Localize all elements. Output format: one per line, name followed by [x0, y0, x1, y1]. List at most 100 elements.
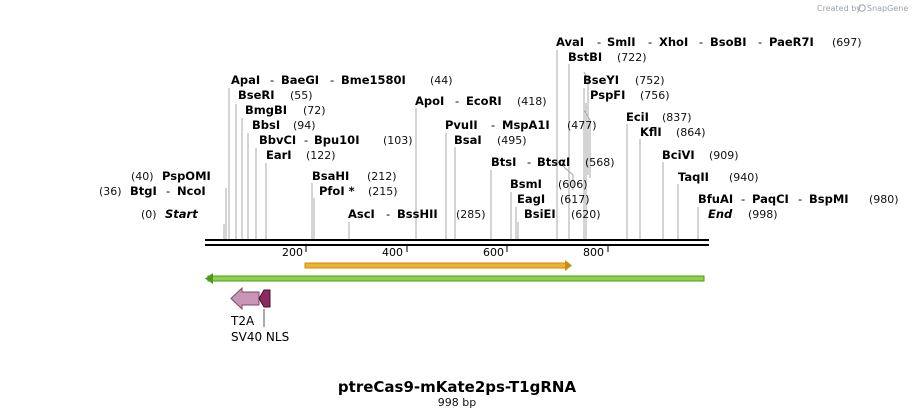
site-pos: (212): [367, 170, 397, 183]
site-pos: (495): [497, 134, 527, 147]
site-label-row-m6[interactable]: EagI (617): [517, 192, 590, 206]
site-name-apoi: ApoI: [415, 94, 444, 108]
site-label-row-m1[interactable]: ApoI - EcoRI (418): [415, 94, 547, 108]
site-label-row-r7l[interactable]: (40) PspOMI: [131, 169, 211, 183]
site-name-bstbi: BstBI: [568, 50, 602, 64]
site-pos: (864): [676, 126, 706, 139]
site-label-row-r6[interactable]: EarI (122): [266, 148, 336, 162]
site-name-pspfi: PspFI: [590, 88, 625, 102]
svg-text:-: -: [597, 35, 601, 49]
site-label-row-t8[interactable]: TaqII (940): [678, 170, 759, 184]
site-pos: (36): [99, 185, 122, 198]
svg-text:-: -: [330, 73, 334, 87]
site-label-row-t7[interactable]: BciVI (909): [662, 148, 739, 162]
site-name-bsmi: BsmI: [510, 177, 542, 191]
site-name-taqii: TaqII: [678, 170, 709, 184]
site-label-row-t1[interactable]: AvaI - SmlI - XhoI - BsoBI - PaeR7I (697…: [556, 35, 862, 49]
site-pos: (477): [567, 119, 597, 132]
site-name-besshii: BssHII: [397, 207, 438, 221]
label-connectors: [556, 71, 591, 190]
site-label-row-t2[interactable]: BstBI (722): [568, 50, 647, 64]
site-name-smli: SmlI: [607, 35, 636, 49]
site-name-apai: ApaI: [231, 73, 260, 87]
site-pos: (617): [560, 193, 590, 206]
feature-sv40-nls[interactable]: [258, 289, 271, 308]
site-label-row-t5[interactable]: EciI (837): [626, 110, 692, 124]
site-label-row-m5[interactable]: BsmI (606): [510, 177, 588, 191]
end-label: End: [708, 207, 733, 221]
site-name-pvuii: PvuII: [445, 118, 478, 132]
site-label-row-m3[interactable]: BsaI (495): [454, 133, 527, 147]
site-pos: (722): [617, 51, 647, 64]
svg-text:-: -: [798, 192, 802, 206]
site-name-mspa1i: MspA1I: [502, 118, 550, 132]
site-pos: (940): [729, 171, 759, 184]
site-name-ncoi: NcoI: [177, 184, 206, 198]
site-label-row-r9[interactable]: AscI - BssHII (285): [348, 207, 486, 221]
site-label-row-r4[interactable]: BbsI (94): [252, 118, 316, 132]
site-name-kfli: KflI: [640, 125, 662, 139]
svg-text:-: -: [758, 35, 762, 49]
svg-text:-: -: [527, 155, 531, 169]
site-name-pfoi: PfoI *: [319, 184, 355, 198]
site-label-row-r7[interactable]: BsaHI (212): [312, 169, 397, 183]
site-pos: (980): [869, 193, 899, 206]
site-name-bsai: BsaI: [454, 133, 482, 147]
site-name-bbsi: BbsI: [252, 118, 280, 132]
site-name-baegi: BaeGI: [281, 73, 319, 87]
site-pos: (44): [430, 74, 453, 87]
site-pos: (837): [662, 111, 692, 124]
ruler-tick-400: 400: [382, 246, 403, 259]
site-name-bspmi: BspMI: [809, 192, 849, 206]
site-name-bsobi: BsoBI: [710, 35, 747, 49]
site-pos: (697): [832, 36, 862, 49]
site-pos: (418): [517, 95, 547, 108]
site-label-row-r8[interactable]: PfoI * (215): [319, 184, 398, 198]
site-label-row-m2[interactable]: PvuII - MspA1I (477): [445, 118, 597, 132]
site-name-bseri: BseRI: [238, 88, 275, 102]
site-pos: (285): [456, 208, 486, 221]
site-label-row-r3[interactable]: BmgBI (72): [245, 103, 326, 117]
site-pos: (620): [571, 208, 601, 221]
site-label-row-t4[interactable]: PspFI (756): [590, 88, 670, 102]
dna-backbone: [205, 239, 709, 246]
site-label-row-m7[interactable]: BsiEI (620): [524, 207, 601, 221]
end-position: (998): [748, 208, 778, 221]
site-name-xhoi: XhoI: [659, 35, 688, 49]
svg-text:-: -: [270, 73, 274, 87]
site-name-bmgbi: BmgBI: [245, 103, 287, 117]
site-name-btgi: BtgI: [130, 184, 157, 198]
site-pos: (40): [131, 170, 154, 183]
site-label-row-t9[interactable]: BfuAI - PaqCI - BspMI (980): [698, 192, 899, 206]
site-label-row-t6[interactable]: KflI (864): [640, 125, 706, 139]
site-name-pspomi: PspOMI: [162, 169, 211, 183]
svg-text:-: -: [491, 118, 495, 132]
site-label-row-m4[interactable]: BtsI - BtsαI (568): [491, 155, 615, 169]
ruler-tick-200: 200: [282, 246, 303, 259]
snapgene-logo-icon: [858, 4, 866, 12]
ruler-tick-800: 800: [583, 246, 604, 259]
site-label-row-r8l[interactable]: (36) BtgI - NcoI: [99, 184, 206, 198]
credit-text: Created by: [817, 4, 861, 13]
site-label-row-r1[interactable]: ApaI - BaeGI - Bme1580I (44): [231, 73, 453, 87]
site-pos: (103): [383, 134, 413, 147]
site-pos: (94): [293, 119, 316, 132]
site-label-row-t3[interactable]: BseYI (752): [583, 73, 665, 87]
site-label-row-r2[interactable]: BseRI (55): [238, 88, 313, 102]
site-name-ecii: EciI: [626, 110, 649, 124]
site-name-asci: AscI: [348, 207, 375, 221]
feature-label-sv40-nls: SV40 NLS: [231, 330, 289, 344]
site-label-row-r5[interactable]: BbvCI - Bpu10I (103): [259, 133, 413, 147]
feature-t2a[interactable]: [230, 286, 260, 311]
site-name-bfuai: BfuAI: [698, 192, 733, 206]
site-pos: (215): [368, 185, 398, 198]
full-length-feature-bar[interactable]: [205, 273, 705, 284]
site-pos: (55): [290, 89, 313, 102]
site-lines: [223, 50, 699, 240]
site-name-paqci: PaqCI: [752, 192, 789, 206]
site-pos: (72): [303, 104, 326, 117]
site-name-btsai: BtsαI: [537, 155, 570, 169]
feature-label-t2a: T2A: [230, 314, 255, 328]
orf-arrow[interactable]: [304, 260, 572, 271]
